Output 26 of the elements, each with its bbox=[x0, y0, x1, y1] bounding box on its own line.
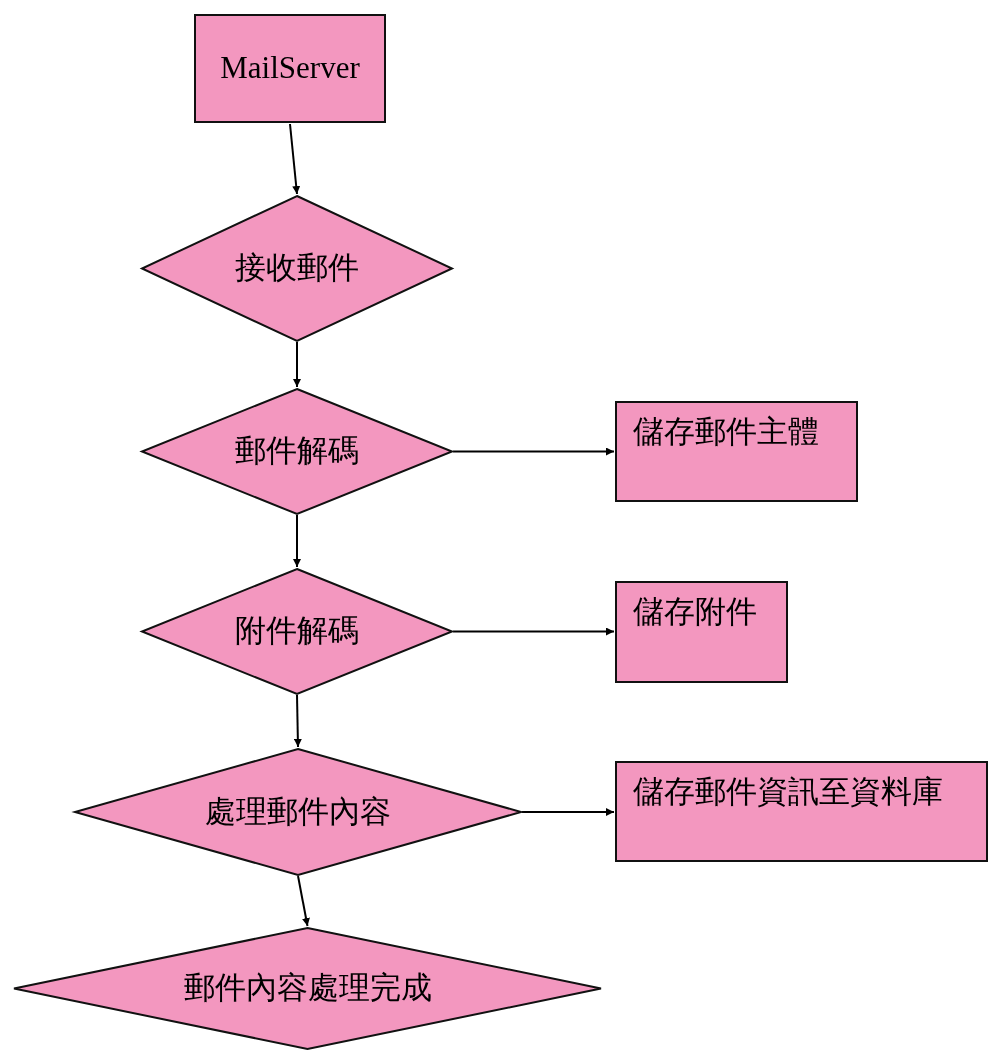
node-label: 儲存郵件主體 bbox=[633, 415, 819, 450]
arrow bbox=[297, 875, 310, 927]
process-box bbox=[194, 14, 386, 123]
arrow bbox=[293, 694, 302, 748]
node-label: 郵件內容處理完成 bbox=[183, 971, 432, 1006]
arrow bbox=[293, 514, 301, 568]
node-label: 接收郵件 bbox=[235, 251, 359, 286]
process-box bbox=[615, 761, 988, 862]
decision-diamond bbox=[141, 195, 453, 342]
arrow bbox=[452, 627, 615, 636]
arrow bbox=[521, 808, 615, 816]
node-label: 附件解碼 bbox=[235, 614, 359, 649]
decision-diamond bbox=[74, 748, 522, 876]
decision-diamond bbox=[141, 388, 453, 515]
node-label: 儲存郵件資訊至資料庫 bbox=[633, 775, 943, 810]
node-label: MailServer bbox=[220, 51, 360, 86]
arrow bbox=[293, 341, 301, 388]
node-label: 儲存附件 bbox=[633, 595, 757, 630]
arrow bbox=[289, 123, 301, 195]
node-label: 處理郵件內容 bbox=[205, 794, 391, 830]
decision-diamond bbox=[13, 927, 602, 1050]
decision-diamond bbox=[141, 568, 453, 695]
process-box bbox=[615, 581, 788, 683]
node-label: 郵件解碼 bbox=[235, 434, 359, 469]
process-box bbox=[615, 401, 858, 502]
arrow bbox=[452, 447, 615, 456]
